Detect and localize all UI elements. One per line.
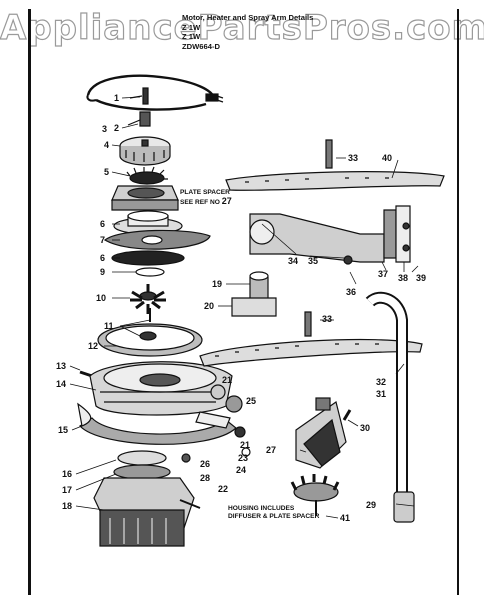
pump-seal-ring xyxy=(97,308,203,357)
diagram-title: Motor, Heater and Spray Arm Details Z 1W… xyxy=(182,13,342,51)
upper-spray-arm xyxy=(225,171,445,191)
callout-30: 30 xyxy=(360,423,371,433)
diffuser xyxy=(290,474,340,516)
plate-spacer-note: PLATE SPACER SEE REF NO 27 xyxy=(180,189,232,207)
callout-4: 4 xyxy=(104,140,110,150)
callout-40: 40 xyxy=(382,153,393,163)
callout-20: 20 xyxy=(204,301,215,311)
heater-screws xyxy=(127,87,151,127)
callout-21b: 21 xyxy=(240,440,251,450)
callout-38: 38 xyxy=(398,273,409,283)
housing-note: HOUSING INCLUDES DIFFUSER & PLATE SPACER xyxy=(228,505,319,521)
callout-33b: 33 xyxy=(322,314,333,324)
plate-spacer-note-text: SEE REF NO xyxy=(180,199,220,206)
callout-23: 23 xyxy=(238,453,249,463)
heater-element xyxy=(86,74,224,111)
lower-wash-arm-housing xyxy=(295,397,347,469)
leader-lines xyxy=(69,96,419,519)
callout-16: 16 xyxy=(62,469,73,479)
callout-1: 1 xyxy=(114,93,120,103)
water-inlet-parts xyxy=(231,271,277,317)
title-line-3: Z 1W xyxy=(182,32,201,41)
callout-10: 10 xyxy=(96,293,107,303)
spray-arm-nuts xyxy=(304,139,333,337)
callout-18: 18 xyxy=(62,501,73,511)
pump-plates xyxy=(103,210,211,277)
sump-assembly xyxy=(89,361,233,416)
housing-note-line-2: DIFFUSER & PLATE SPACER xyxy=(228,513,320,520)
callout-26: 26 xyxy=(200,459,211,469)
callout-31: 31 xyxy=(376,389,387,399)
filter-screen xyxy=(77,402,237,445)
callout-32: 32 xyxy=(376,377,387,387)
callout-25: 25 xyxy=(246,396,257,406)
drain-impeller xyxy=(126,166,168,185)
callout-7: 7 xyxy=(100,235,106,245)
plate-spacer-note-line-1: PLATE SPACER xyxy=(180,189,230,196)
callout-41: 41 xyxy=(340,513,351,523)
pump-cover xyxy=(119,136,171,166)
spray-arm-manifold xyxy=(249,205,411,265)
callout-13: 13 xyxy=(56,361,67,371)
callout-9: 9 xyxy=(100,267,106,277)
motor-assembly xyxy=(93,450,201,547)
callout-39: 39 xyxy=(416,273,427,283)
callout-2: 2 xyxy=(114,123,120,133)
wash-impeller xyxy=(130,284,166,314)
callout-27: 27 xyxy=(266,445,277,455)
callout-19: 19 xyxy=(212,279,223,289)
callout-24: 24 xyxy=(236,465,247,475)
callout-5: 5 xyxy=(104,167,110,177)
callout-15: 15 xyxy=(58,425,69,435)
callout-6b: 6 xyxy=(100,253,106,263)
callout-14: 14 xyxy=(56,379,67,389)
title-line-1: Motor, Heater and Spray Arm Details xyxy=(182,13,314,22)
plate-spacer-ref: 27 xyxy=(221,196,232,206)
callout-34: 34 xyxy=(288,256,299,266)
callout-11: 11 xyxy=(104,321,114,331)
callout-12: 12 xyxy=(88,341,99,351)
watermark: AppliancePartsPros.com xyxy=(0,7,484,48)
callout-35: 35 xyxy=(308,256,319,266)
title-line-4: ZDW664-D xyxy=(182,41,220,51)
callout-17: 17 xyxy=(62,485,73,495)
title-line-2: Z 1W xyxy=(182,22,201,32)
callout-22: 22 xyxy=(218,484,229,494)
callout-3: 3 xyxy=(102,124,108,134)
plate-spacer-note-line-2: SEE REF NO 27 xyxy=(180,197,232,207)
lower-spray-arm xyxy=(199,338,423,367)
pump-housing xyxy=(111,185,179,211)
callout-36: 36 xyxy=(346,287,357,297)
screw-30 xyxy=(342,409,352,421)
callout-33a: 33 xyxy=(348,153,359,163)
callout-6a: 6 xyxy=(100,219,106,229)
callout-28: 28 xyxy=(200,473,211,483)
callout-29: 29 xyxy=(366,500,377,510)
diagram-frame xyxy=(28,9,459,595)
callout-37: 37 xyxy=(378,269,389,279)
callout-21a: 21 xyxy=(222,375,233,385)
water-feed-tube xyxy=(365,291,415,523)
diverter-parts xyxy=(181,384,251,463)
housing-note-line-1: HOUSING INCLUDES xyxy=(228,505,295,512)
